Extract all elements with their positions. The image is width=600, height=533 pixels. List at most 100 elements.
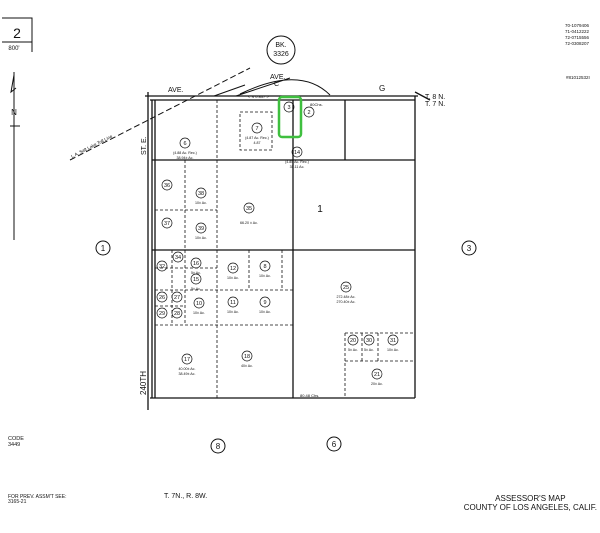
- parcel-32[interactable]: 32: [156, 260, 168, 272]
- parcel-number: 32: [159, 264, 165, 270]
- code-block: CODE 3449: [8, 436, 24, 449]
- parcel-number: 37: [164, 221, 170, 227]
- parcel-number: 18: [244, 354, 250, 360]
- parcel-16[interactable]: 165± Ac.: [190, 257, 202, 275]
- parcel-number-circle: [291, 146, 303, 158]
- parcel-7[interactable]: 7 (4.87 Ac. Rec.)4.87: [245, 122, 269, 145]
- parcel-area: (4.87 Ac. Rec.): [245, 136, 269, 140]
- parcel-area: 10± Ac.: [227, 310, 239, 314]
- parcel-27[interactable]: 27: [171, 291, 183, 303]
- parcel-number-circle: [171, 307, 183, 319]
- railroad-label: L.A. Salt Lake Toll Line: [70, 133, 113, 158]
- parcel-note: 270.40± Ac.: [337, 300, 356, 304]
- parcel-3[interactable]: 3: [283, 101, 295, 113]
- title-line-1: ASSESSOR'S MAP: [495, 494, 566, 503]
- parcel-area: 10± Ac.: [193, 311, 205, 315]
- parcel-29[interactable]: 29: [156, 307, 168, 319]
- parcel-number-circle: [227, 296, 239, 308]
- parcel-1[interactable]: 1: [317, 204, 323, 215]
- parcel-26[interactable]: 26: [156, 291, 168, 303]
- section-number: 3: [467, 244, 472, 253]
- parcel-note: 35.11 Ac.: [290, 165, 305, 169]
- parcel-number-circle: [190, 257, 202, 269]
- parcel-36[interactable]: 36: [161, 179, 173, 191]
- township-range: T. 7N., R. 8W.: [164, 493, 208, 500]
- parcel-14[interactable]: 14(4.85 Ac. Rec.)35.11 Ac.: [285, 146, 309, 169]
- parcel-8[interactable]: 810± Ac.: [259, 260, 271, 278]
- north-arrow-icon: [10, 72, 20, 240]
- ave-c-label: AVE.: [270, 74, 285, 81]
- parcel-number: 10: [196, 301, 202, 307]
- parcel-number: 3: [287, 105, 290, 111]
- railroad-line: [69, 67, 251, 161]
- parcel-number: 31: [390, 338, 396, 344]
- parcel-number: 2: [307, 110, 310, 116]
- title-line-2: COUNTY OF LOS ANGELES, CALIF.: [463, 503, 597, 513]
- parcel-area: 40.00± Ac.: [179, 367, 196, 371]
- road-curves: [213, 77, 331, 97]
- highlighted-parcel[interactable]: [277, 95, 303, 139]
- parcel-number: 25: [343, 285, 349, 291]
- parcel-number: 27: [174, 295, 180, 301]
- ave-c-letter: C: [274, 81, 279, 88]
- parcel-9[interactable]: 9 10± Ac.: [259, 296, 271, 314]
- map-title: ASSESSOR'S MAP COUNTY OF LOS ANGELES, CA…: [464, 494, 597, 512]
- parcel-number: 7: [255, 126, 258, 132]
- parcel-number-circle: [195, 222, 207, 234]
- parcel-number-circle: [193, 297, 205, 309]
- recording-number: 70-1079406: [565, 23, 590, 28]
- parcel-30[interactable]: 30 5± Ac.: [363, 334, 375, 352]
- parcel-15[interactable]: 155± Ac.: [190, 273, 202, 291]
- parcel-number-circle: [243, 202, 255, 214]
- parcel-10[interactable]: 10 10± Ac.: [193, 297, 205, 315]
- recording-number: 71-0412222: [565, 29, 590, 34]
- parcel-area: 40± Ac.: [241, 364, 253, 368]
- parcel-number: 36: [164, 183, 170, 189]
- parcel-note: 4.87: [254, 141, 261, 145]
- parcel-number-circle: [161, 179, 173, 191]
- parcel-number: 20: [350, 338, 356, 344]
- parcel-number: 29: [159, 311, 165, 317]
- parcel-34[interactable]: 34: [172, 251, 184, 263]
- parcel-number: 34: [175, 255, 181, 261]
- g-label: G: [379, 84, 385, 93]
- parcel-number: 26: [159, 295, 165, 301]
- parcel-20[interactable]: 205± Ac.: [347, 334, 359, 352]
- parcel-area: 10± Ac.: [227, 276, 239, 280]
- book-circle: [266, 35, 296, 65]
- parcel-area: 10± Ac.: [259, 310, 271, 314]
- parcel-area: 20± Ac.: [371, 382, 383, 386]
- township-top: T. 8 N.: [425, 94, 445, 101]
- parcel-lines: [155, 99, 415, 398]
- recording-number: 72-0715556: [565, 35, 590, 40]
- code-label: CODE: [8, 436, 24, 442]
- parcel-28[interactable]: 28: [171, 307, 183, 319]
- township-bottom: T. 7 N.: [425, 101, 445, 108]
- parcel-6[interactable]: 6(4.88 Ac. Rec.)38.94± Ac.: [173, 137, 197, 160]
- parcel-number: 30: [366, 338, 372, 344]
- prev-label: FOR PREV. ASSM'T SEE:: [8, 494, 67, 500]
- recording-number: 72-0308207: [565, 41, 590, 46]
- parcel-number-circle: [241, 350, 253, 362]
- parcel-number: 9: [263, 300, 266, 306]
- code-value: 3449: [8, 441, 21, 448]
- book-label: BK.: [275, 42, 286, 49]
- parcel-area: 5± Ac.: [364, 348, 374, 352]
- parcel-37[interactable]: 37: [161, 217, 173, 229]
- parcel-2[interactable]: 2: [303, 106, 315, 118]
- parcel-18[interactable]: 18 40± Ac.: [241, 350, 253, 368]
- parcel-area: 5± Ac.: [191, 287, 201, 291]
- adjacent-sections: 1 3 8 6: [95, 240, 477, 454]
- prev-assessment: FOR PREV. ASSM'T SEE: 3165-21: [8, 494, 67, 506]
- parcel-number: 17: [184, 357, 190, 363]
- parcel-number-circle: [156, 260, 168, 272]
